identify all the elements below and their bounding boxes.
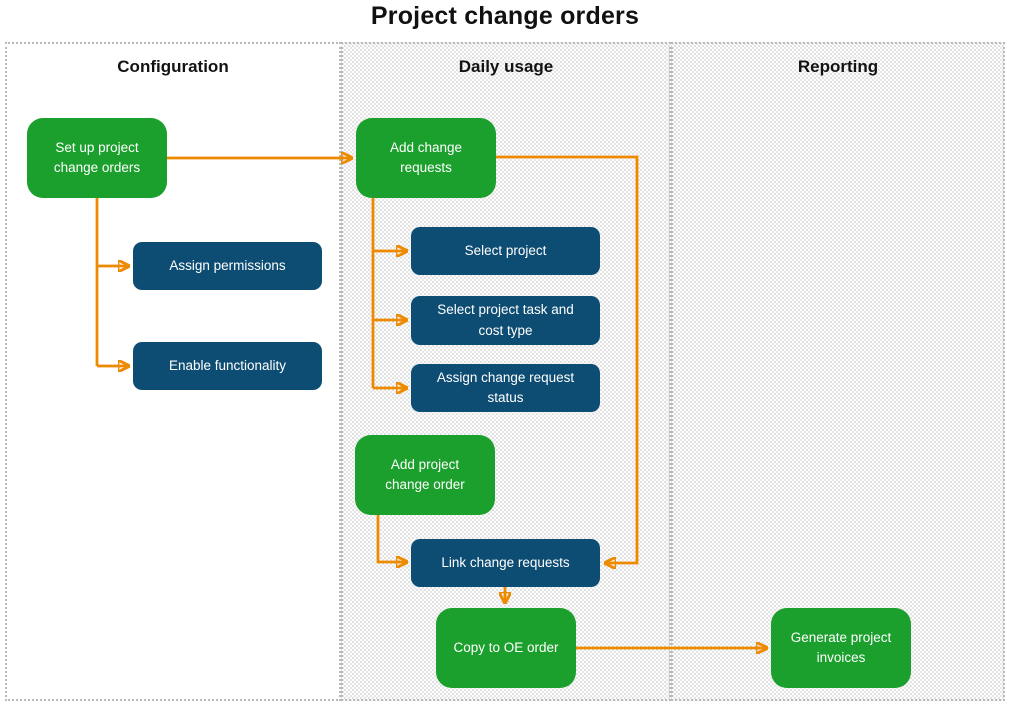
node-label: Select project bbox=[464, 242, 547, 258]
node-select-project-task-and-cost-type: Select project task and cost type bbox=[411, 296, 600, 345]
node-label: Generate project invoices bbox=[790, 629, 892, 665]
node-set-up-project-change-orders: Set up project change orders bbox=[27, 118, 167, 198]
node-add-project-change-order: Add project change order bbox=[355, 435, 495, 515]
node-assign-permissions: Assign permissions bbox=[133, 242, 322, 290]
node-label: Assign permissions bbox=[169, 257, 286, 273]
node-link-change-requests: Link change requests bbox=[411, 539, 600, 587]
node-add-change-requests: Add change requests bbox=[356, 118, 496, 198]
node-label: Select project task and cost type bbox=[437, 302, 574, 338]
node-label: Assign change request status bbox=[436, 369, 575, 405]
column-daily-usage-header: Daily usage bbox=[458, 57, 554, 76]
node-label: Add change requests bbox=[389, 139, 463, 175]
node-assign-change-request-status: Assign change request status bbox=[411, 364, 600, 412]
node-enable-functionality: Enable functionality bbox=[133, 342, 322, 390]
node-copy-to-oe-order: Copy to OE order bbox=[436, 608, 576, 688]
page-title: Project change orders bbox=[370, 2, 640, 30]
column-reporting-header: Reporting bbox=[797, 57, 879, 76]
node-label: Add project change order bbox=[385, 456, 465, 492]
node-label: Set up project change orders bbox=[53, 139, 141, 175]
node-generate-project-invoices: Generate project invoices bbox=[771, 608, 911, 688]
node-label: Enable functionality bbox=[168, 357, 287, 373]
column-configuration-header: Configuration bbox=[117, 57, 229, 76]
node-select-project: Select project bbox=[411, 227, 600, 275]
node-label: Copy to OE order bbox=[453, 639, 559, 655]
node-label: Link change requests bbox=[441, 554, 570, 570]
column-reporting: Reporting bbox=[671, 42, 1005, 701]
